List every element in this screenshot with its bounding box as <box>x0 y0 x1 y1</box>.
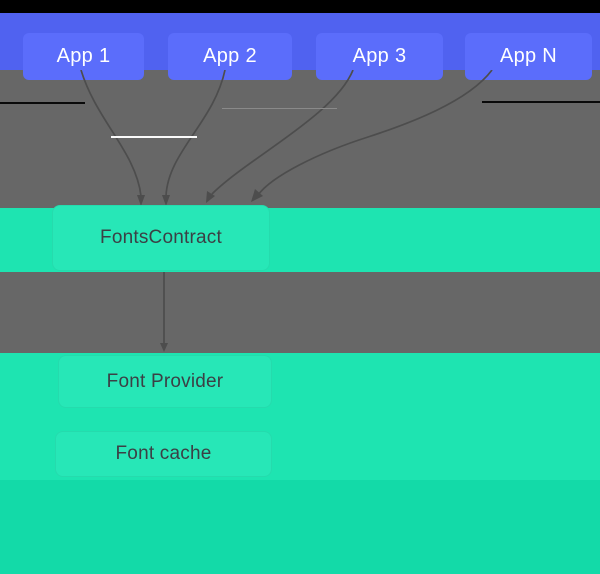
font-cache-node: Font cache <box>55 431 272 477</box>
artifact-line-faint <box>222 108 337 109</box>
font-provider-label: Font Provider <box>106 370 224 392</box>
artifact-line-left <box>0 102 85 104</box>
down-arrow-icon <box>160 272 168 352</box>
app-n-label: App N <box>499 45 558 67</box>
footer-teal-region <box>0 480 600 574</box>
artifact-line-right <box>482 101 600 103</box>
font-cache-label: Font cache <box>115 443 212 464</box>
fonts-contract-node: FontsContract <box>52 205 270 271</box>
font-provider-node: Font Provider <box>58 355 272 408</box>
fonts-contract-label: FontsContract <box>100 227 222 248</box>
app-3-node: App 3 <box>316 33 443 80</box>
apps-bar: App 1 App 2 App 3 App N <box>0 13 600 80</box>
app-2-label: App 2 <box>203 45 257 67</box>
top-black-strip <box>0 0 600 13</box>
app-3-label: App 3 <box>352 45 407 67</box>
app-1-label: App 1 <box>56 45 111 67</box>
app-n-node: App N <box>465 33 592 80</box>
app-2-node: App 2 <box>168 33 292 80</box>
app-1-node: App 1 <box>23 33 144 80</box>
converging-arrows-icon <box>80 70 493 206</box>
artifact-line-white <box>111 136 197 138</box>
